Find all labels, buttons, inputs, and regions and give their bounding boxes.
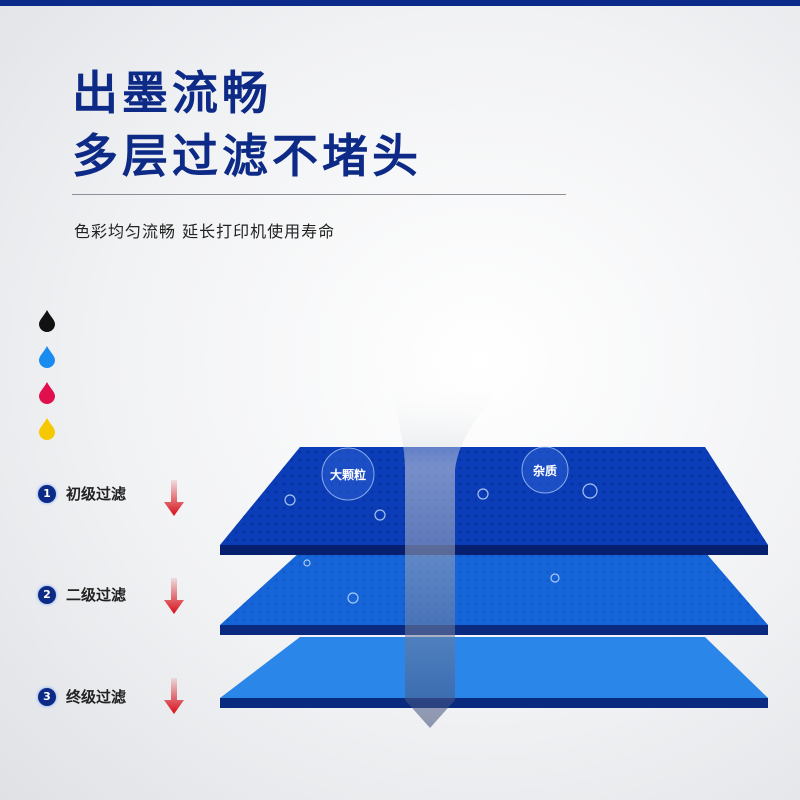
black-ink-drop-icon bbox=[39, 310, 55, 332]
step-label: 初级过滤 bbox=[66, 485, 127, 503]
filter-layer-1 bbox=[220, 447, 768, 555]
bubbles bbox=[284, 483, 598, 604]
impurity-bubble bbox=[521, 446, 569, 494]
step-number: 2 bbox=[38, 585, 56, 604]
step-2: 2 二级过滤 bbox=[38, 584, 126, 605]
top-bar bbox=[0, 0, 800, 6]
down-arrow-icon bbox=[164, 678, 184, 714]
filter-layer-3 bbox=[220, 637, 768, 708]
step-3: 3 终级过滤 bbox=[38, 686, 126, 707]
impurity-label: 杂质 bbox=[533, 463, 557, 478]
large-particle-bubble bbox=[321, 447, 375, 501]
step-1: 1 初级过滤 bbox=[38, 483, 126, 504]
headline-line1: 出墨流畅 bbox=[72, 66, 272, 120]
step-number: 3 bbox=[38, 687, 56, 706]
step-label: 二级过滤 bbox=[66, 586, 127, 604]
step-label: 终级过滤 bbox=[66, 688, 127, 706]
down-arrow-icon bbox=[164, 480, 184, 516]
divider bbox=[72, 194, 566, 195]
ink-flow-funnel bbox=[390, 380, 505, 728]
headline-line2: 多层过滤不堵头 bbox=[72, 129, 422, 183]
filter-layer-2 bbox=[220, 552, 768, 635]
large-particle-label: 大颗粒 bbox=[330, 467, 366, 482]
yellow-ink-drop-icon bbox=[39, 418, 55, 440]
subtitle: 色彩均匀流畅 延长打印机使用寿命 bbox=[74, 222, 336, 241]
magenta-ink-drop-icon bbox=[39, 382, 55, 404]
cyan-ink-drop-icon bbox=[39, 346, 55, 368]
step-number: 1 bbox=[38, 484, 56, 503]
down-arrow-icon bbox=[164, 578, 184, 614]
